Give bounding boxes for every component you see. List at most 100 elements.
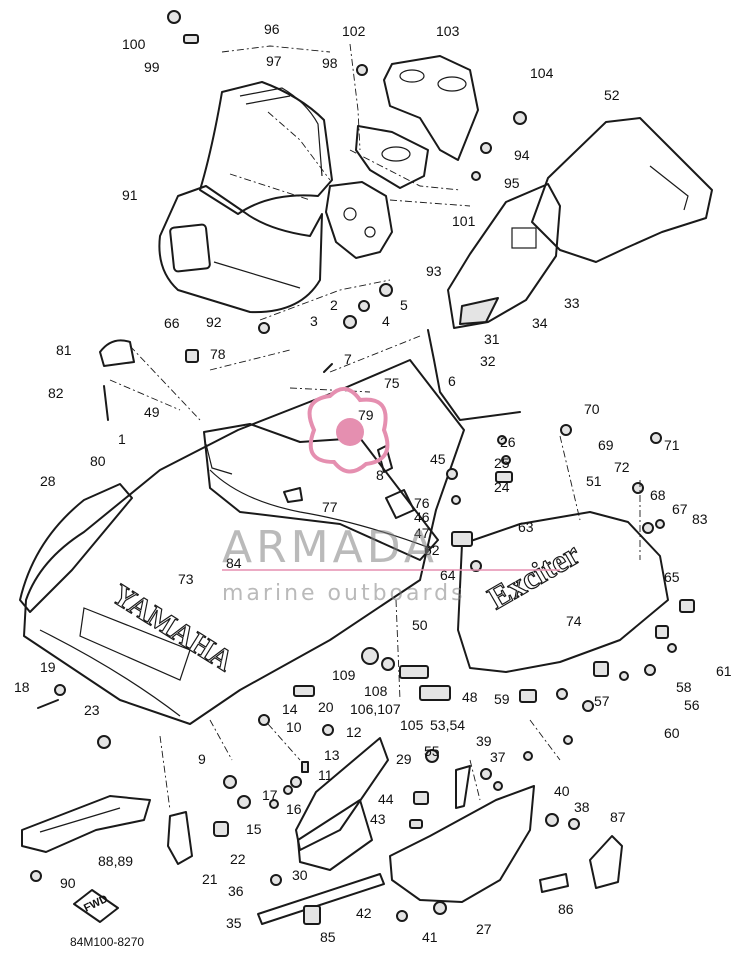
callout: 66 [164,315,180,331]
callout: 50 [412,617,428,633]
callout: 72 [614,459,630,475]
callout: 28 [40,473,56,489]
callout: 6 [448,373,456,389]
callout: 80 [90,453,106,469]
callout: 17 [262,787,278,803]
meter-panel [383,55,479,161]
callout: 78 [210,346,226,362]
callout: 30 [292,867,308,883]
callout: 15 [246,821,262,837]
hood-trim-strip [203,423,439,561]
callout: 33 [564,295,580,311]
callout: 39 [476,733,492,749]
fasteners [30,10,695,925]
callout: 5 [400,297,408,313]
callout: 106,107 [350,701,401,717]
callout: 76 [414,495,430,511]
callout: 14 [282,701,298,717]
callout: 48 [462,689,478,705]
callout: 87 [610,809,626,825]
watermark-title: ARMADA [222,522,438,573]
callout: 85 [320,929,336,945]
callout: 19 [40,659,56,675]
callout: 36 [228,883,244,899]
callout: 98 [322,55,338,71]
callout: 90 [60,875,76,891]
callout: 56 [684,697,700,713]
callout: 10 [286,719,302,735]
callout: 22 [230,851,246,867]
callout: 25 [494,455,510,471]
callout: 63 [518,519,534,535]
callout: 104 [530,65,554,81]
callout: 57 [594,693,610,709]
lower-fairing [21,795,151,853]
callout: 108 [364,683,388,699]
callout: 96 [264,21,280,37]
callout: 2 [330,297,338,313]
callout: 62 [424,542,440,558]
callout: 82 [48,385,64,401]
callout: 91 [122,187,138,203]
callout: 77 [322,499,338,515]
callout: 11 [318,767,333,783]
watermark-logo-icon [307,387,390,474]
callout: 53,54 [430,717,465,733]
callout-labels: 100 99 96 97 98 102 103 104 52 91 94 95 … [14,21,732,945]
windshield [199,81,333,215]
headlight-housing [158,185,323,314]
callout: 45 [430,451,446,467]
callout: 12 [346,724,362,740]
callout: 102 [342,23,366,39]
callout: 24 [494,479,510,495]
callout: 47 [414,525,430,541]
callout: 21 [202,871,218,887]
callout: 41 [422,929,438,945]
callout: 67 [672,501,688,517]
callout: 46 [414,509,430,525]
callout: 51 [586,473,602,489]
side-panel-right [531,117,713,263]
callout: 92 [206,314,222,330]
callout: 58 [676,679,692,695]
callout: 64 [440,567,456,583]
callout: 100 [122,36,146,52]
callout: 61 [716,663,732,679]
hood-brand-logo: YAMAHA [106,578,239,678]
callout: 86 [558,901,574,917]
callout: 109 [332,667,356,683]
right-side-cover: Exciter [457,511,669,673]
callout: 23 [84,702,100,718]
callout: 84 [226,555,242,571]
watermark-subtitle: marine outboards [222,581,466,606]
callout: 35 [226,915,242,931]
callout: 94 [514,147,530,163]
callout: 3 [310,313,318,329]
callout: 4 [382,313,390,329]
callout: 95 [504,175,520,191]
callout: 20 [318,699,334,715]
side-cover-brand-logo: Exciter [482,535,586,616]
callout: 18 [14,679,30,695]
callout: 70 [584,401,600,417]
callout: 44 [378,791,394,807]
callout: 74 [566,613,582,629]
watermark: ARMADA marine outboards [222,387,560,606]
callout: 32 [480,353,496,369]
callout: 49 [144,404,160,420]
callout: 8 [376,467,384,483]
callout: 9 [198,751,206,767]
callout: 29 [396,751,412,767]
callout: 52 [604,87,620,103]
leader-lines [109,43,641,811]
callout: 71 [664,437,680,453]
callout: 43 [370,811,386,827]
callout: 60 [664,725,680,741]
lower-side-cover [295,737,535,903]
callout: 31 [484,331,500,347]
callout: 93 [426,263,442,279]
callout: 97 [266,53,282,69]
forward-arrow: FWD [73,889,119,923]
callout: 42 [356,905,372,921]
